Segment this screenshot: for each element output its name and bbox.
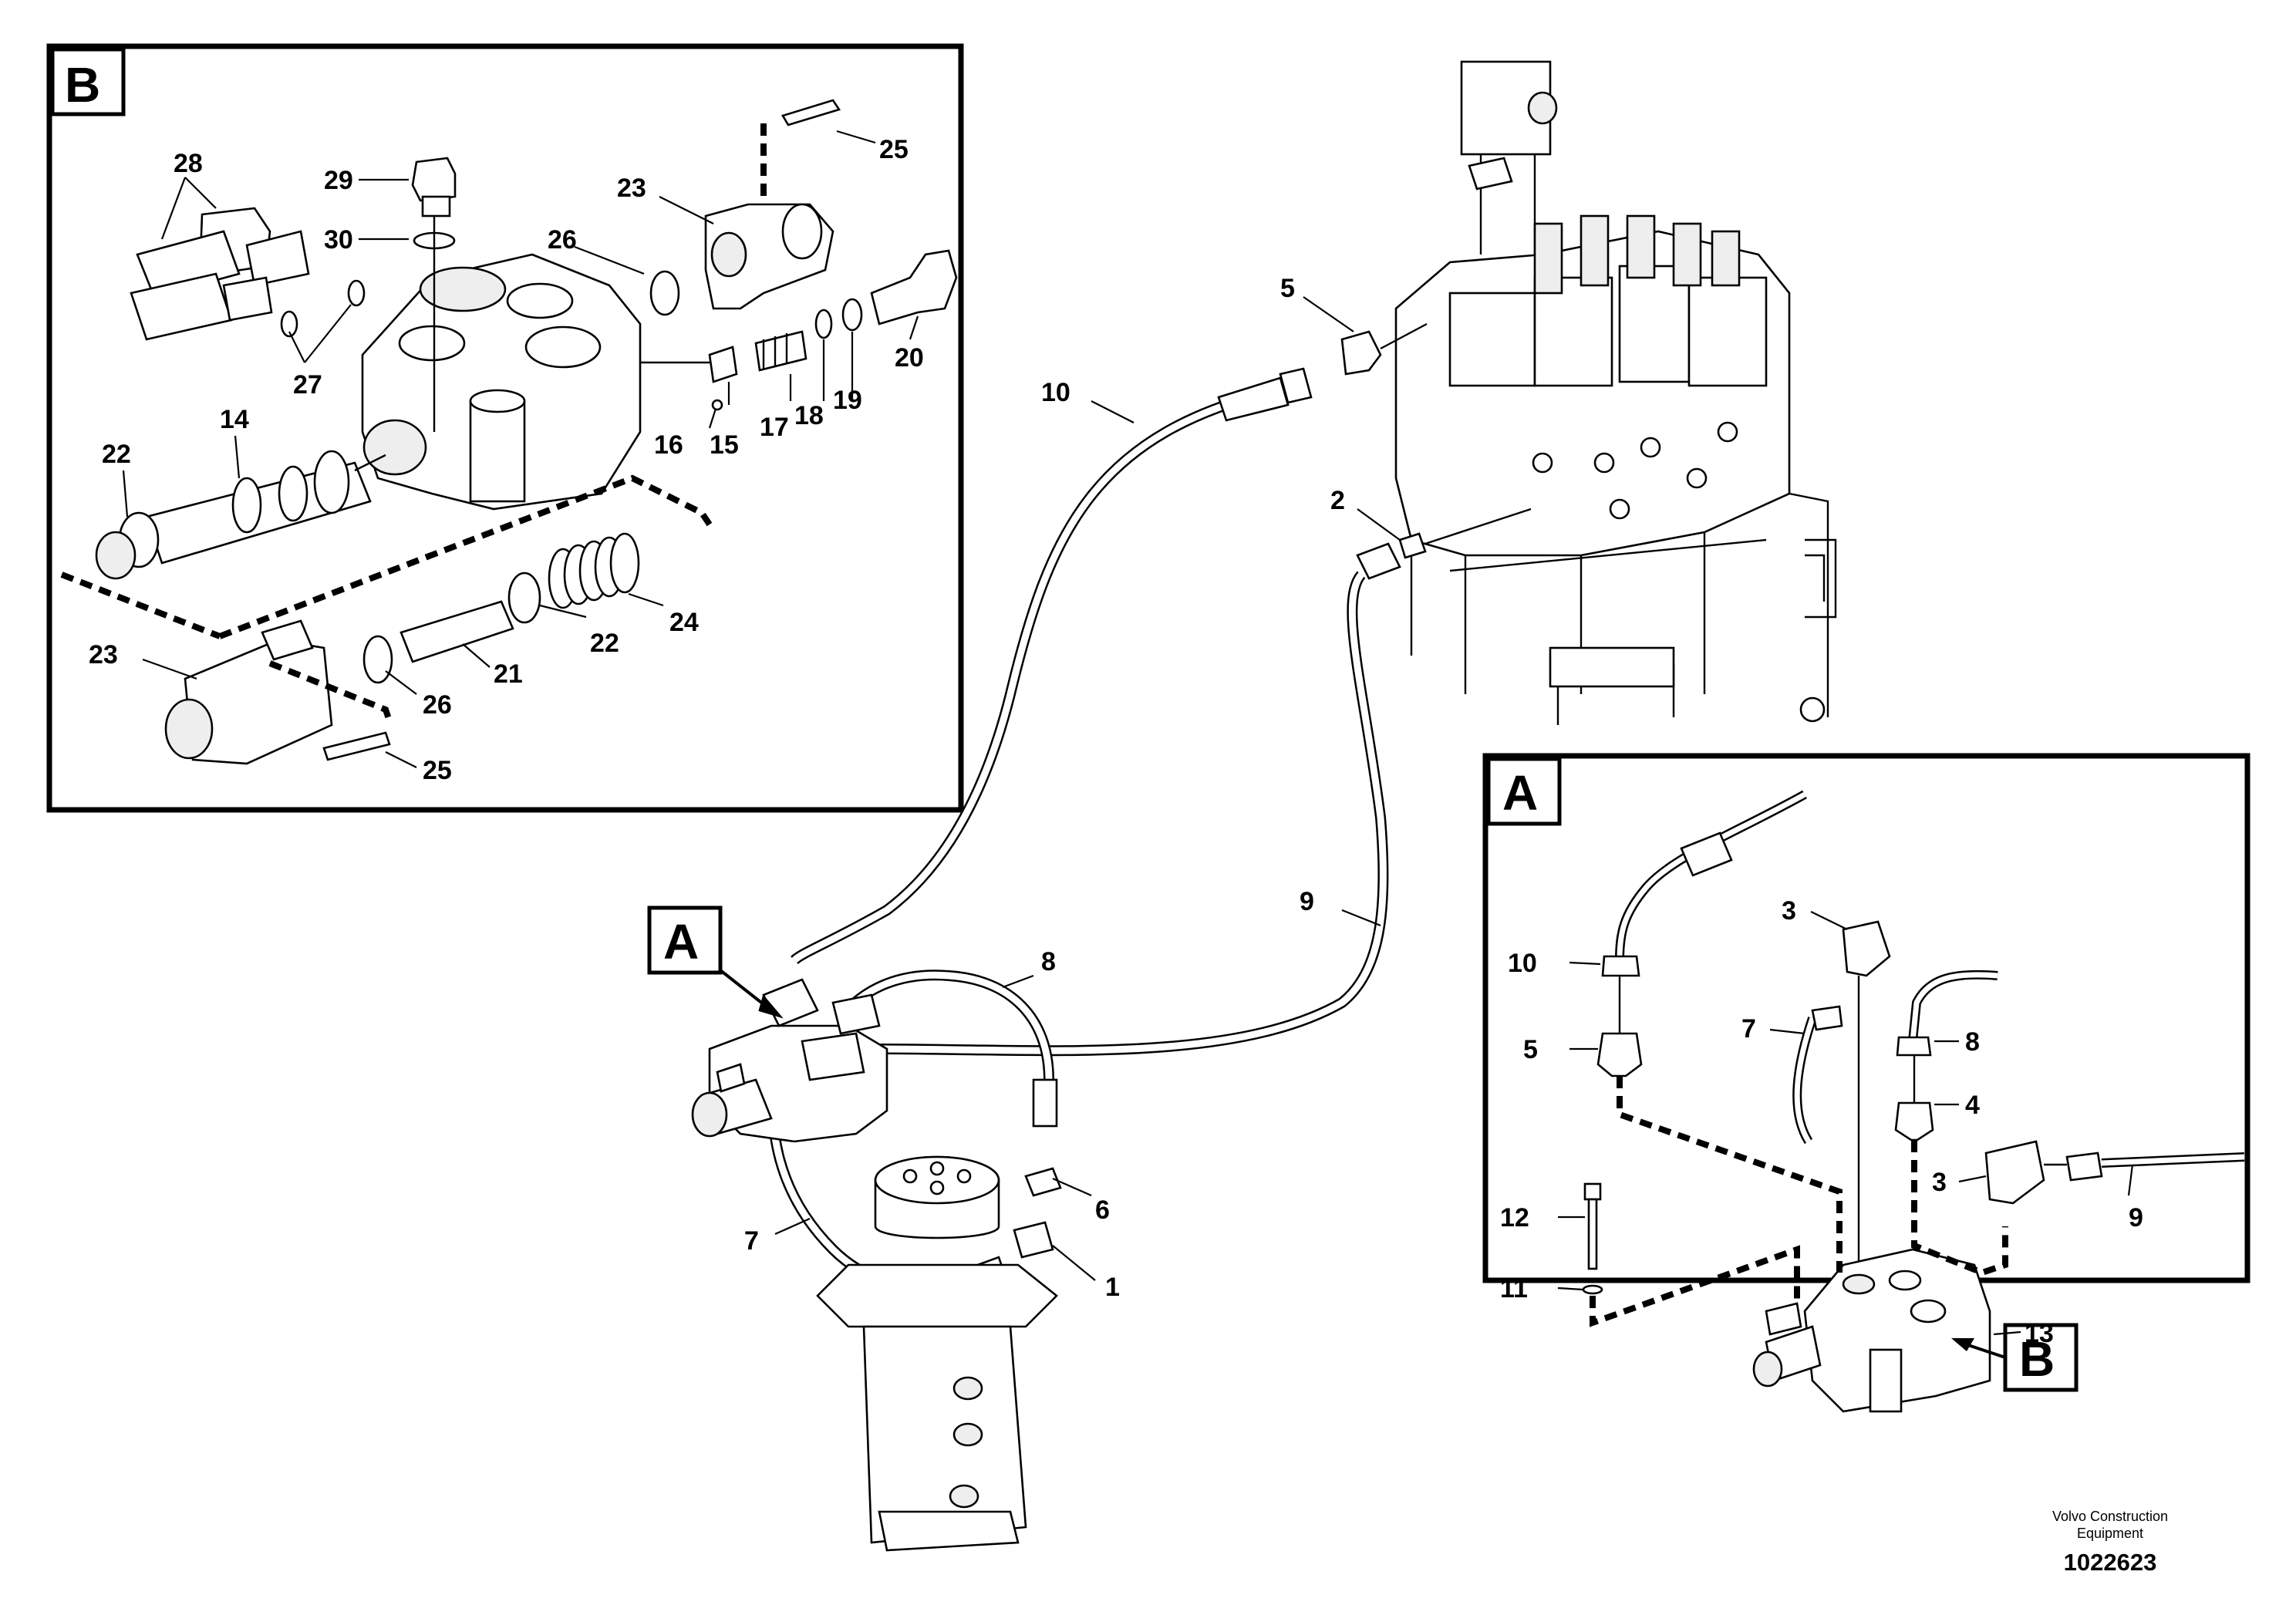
label-4: 4 — [1965, 1091, 1980, 1120]
inset-b-tag: B — [65, 57, 100, 113]
nut-10 — [1601, 955, 1640, 977]
o-ring-27a — [347, 279, 366, 307]
o-ring-27b — [280, 310, 298, 338]
callout-a-main: A — [663, 914, 699, 969]
inset-a-frame — [1482, 753, 2250, 1283]
label-2: 2 — [1330, 486, 1345, 515]
label-6: 6 — [1095, 1195, 1110, 1225]
label-27: 27 — [293, 370, 322, 400]
washer-11 — [1582, 1284, 1603, 1295]
label-22-top: 22 — [102, 440, 131, 469]
label-19: 19 — [833, 386, 862, 415]
washer-22 — [507, 572, 541, 624]
label-7-main: 7 — [744, 1226, 759, 1256]
label-26-bottom: 26 — [423, 690, 452, 720]
label-3-right: 3 — [1932, 1168, 1947, 1197]
valve-body — [361, 253, 642, 511]
inset-b-frame — [46, 43, 964, 813]
label-7-inset: 7 — [1741, 1014, 1756, 1044]
label-28: 28 — [174, 149, 203, 178]
label-11: 11 — [1500, 1274, 1528, 1303]
footer: Volvo Construction Equipment 1022623 — [2052, 1509, 2168, 1576]
o-ring-26-bottom — [362, 635, 393, 684]
valve-13 — [1752, 1248, 1991, 1413]
solenoid-23-top — [704, 203, 834, 310]
callout-b-inset: B — [2019, 1331, 2055, 1387]
elbow-3-right — [1984, 1140, 2045, 1205]
nut-8 — [1896, 1036, 1932, 1057]
label-13: 13 — [2025, 1319, 2054, 1348]
main-leaders — [774, 296, 1401, 1281]
pressure-switches — [130, 207, 310, 341]
label-17: 17 — [760, 413, 789, 442]
label-9-main: 9 — [1300, 887, 1314, 916]
label-23-top: 23 — [617, 174, 646, 203]
credit-line-1: Volvo Construction — [2052, 1509, 2168, 1524]
label-24: 24 — [669, 608, 699, 637]
label-21: 21 — [494, 659, 523, 689]
plug-29 — [411, 157, 457, 218]
label-25-bottom: 25 — [423, 756, 452, 785]
inset-a-tag: A — [1502, 765, 1538, 821]
inset-a-detail: A — [1482, 753, 2250, 1413]
control-valve-block — [1394, 60, 1837, 725]
label-29: 29 — [324, 166, 353, 195]
label-26-top: 26 — [548, 225, 577, 255]
spring-24 — [548, 532, 640, 609]
main-view: A 5 10 2 9 8 6 7 1 — [647, 60, 1837, 1552]
adapter-5-inset — [1596, 1032, 1643, 1077]
label-25-top: 25 — [879, 135, 909, 164]
brake-valve-assembly — [691, 978, 888, 1143]
inset-b-tag-box — [50, 47, 126, 116]
label-9-inset: 9 — [2129, 1203, 2143, 1233]
pin-21 — [400, 600, 514, 663]
label-8-main: 8 — [1041, 947, 1056, 976]
label-5-main: 5 — [1280, 274, 1295, 303]
label-18: 18 — [794, 401, 824, 430]
inset-a-tag-box — [1486, 757, 1562, 826]
bolt-25-bottom — [322, 731, 391, 761]
inset-b-detail: B — [46, 43, 964, 813]
swivel-joint — [816, 1155, 1058, 1552]
label-10-inset: 10 — [1508, 949, 1537, 978]
label-30: 30 — [324, 225, 353, 255]
label-3-top: 3 — [1782, 896, 1796, 926]
bolt-12 — [1583, 1182, 1602, 1270]
label-12: 12 — [1500, 1203, 1529, 1233]
label-5-inset: 5 — [1523, 1035, 1538, 1064]
solenoid-23-bottom — [164, 619, 333, 765]
inset-b-leaders — [122, 130, 919, 768]
inset-a-leaders — [1557, 911, 2134, 1336]
fitting-1 — [1013, 1221, 1054, 1259]
adapter-2 — [1398, 532, 1427, 559]
elbow-3-top — [1842, 920, 1891, 977]
spool-parts-right — [708, 249, 958, 411]
bolt-25-top — [781, 99, 841, 126]
label-16: 16 — [654, 430, 683, 460]
hose-10 — [791, 367, 1313, 965]
hose-9 — [878, 542, 1401, 1057]
label-23-bottom: 23 — [89, 640, 118, 669]
label-1: 1 — [1105, 1273, 1120, 1302]
label-8-inset: 8 — [1965, 1027, 1980, 1057]
fitting-6 — [1024, 1167, 1062, 1197]
credit-line-2: Equipment — [2077, 1526, 2143, 1541]
o-ring-26-top — [649, 270, 680, 316]
label-10-main: 10 — [1041, 378, 1070, 407]
label-20: 20 — [895, 343, 924, 373]
hose-8 — [836, 969, 1058, 1128]
callout-a-box — [647, 905, 723, 975]
label-15: 15 — [710, 430, 739, 460]
document-number: 1022623 — [2064, 1549, 2157, 1576]
adapter-5 — [1340, 330, 1382, 376]
spool-14 — [95, 450, 372, 580]
adapter-4 — [1894, 1101, 1934, 1141]
label-14: 14 — [220, 405, 249, 434]
label-22-bottom: 22 — [590, 629, 619, 658]
